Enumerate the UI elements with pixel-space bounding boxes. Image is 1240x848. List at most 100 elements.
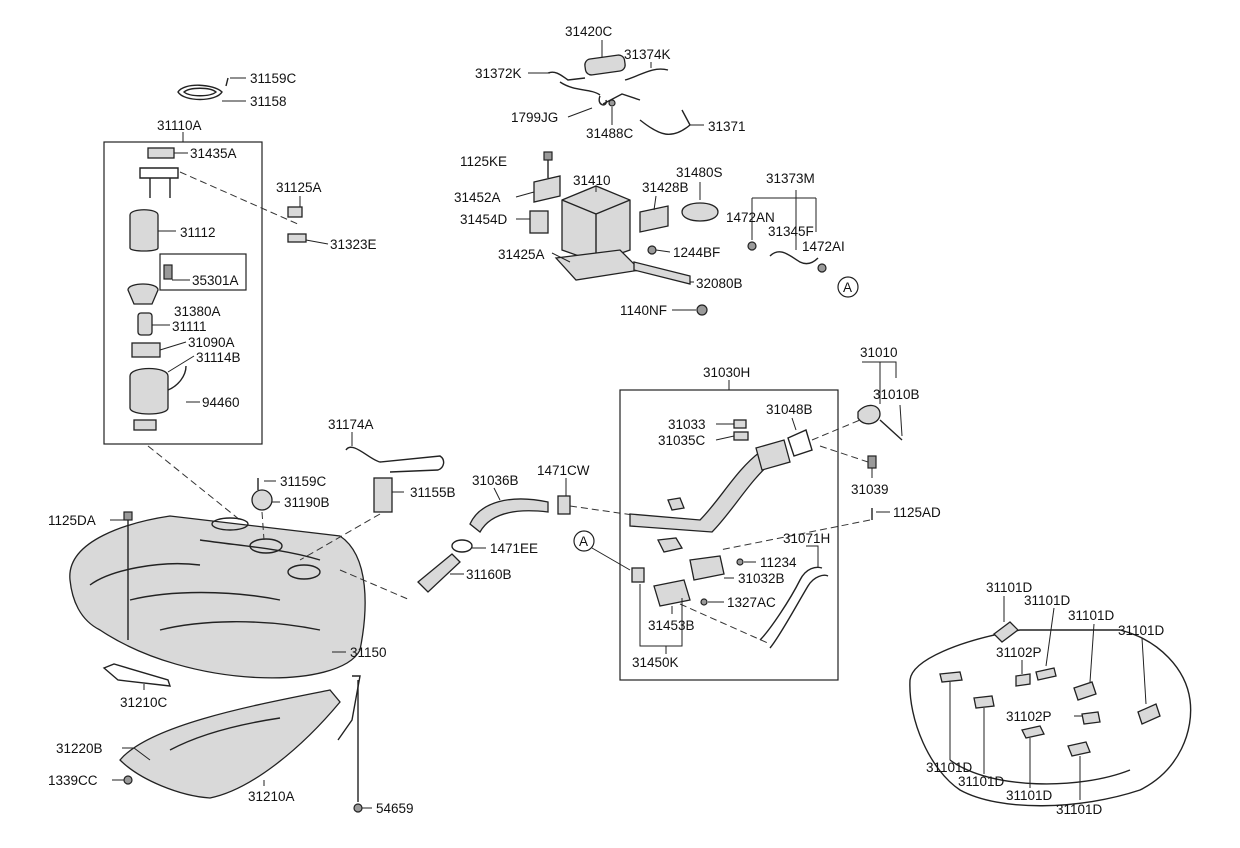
label-31125a: 31125A — [276, 180, 322, 195]
lead-31220b — [122, 747, 151, 761]
label-1472an: 1472AN — [726, 210, 775, 225]
label-1327ac: 1327AC — [727, 595, 776, 610]
label-31345f: 31345F — [768, 224, 814, 239]
lead — [806, 545, 819, 568]
label-31323e: 31323E — [330, 237, 377, 252]
hose-link — [559, 81, 601, 96]
label-31210c: 31210C — [120, 695, 168, 710]
tank-outline-inner — [949, 759, 1131, 785]
lead — [715, 435, 735, 441]
pad-4 — [1073, 681, 1097, 701]
shield-ribs — [169, 717, 281, 751]
pipe-31160b — [417, 553, 461, 593]
lead — [1045, 607, 1055, 667]
filler-neck-group — [573, 361, 903, 681]
pad-3 — [1015, 673, 1031, 687]
clip-part — [657, 537, 684, 553]
label-31190b: 31190B — [284, 495, 330, 510]
dash-to-tank — [147, 445, 241, 521]
bolt-head — [543, 151, 553, 161]
lead-31373m — [751, 190, 817, 250]
label-31410: 31410 — [573, 173, 611, 188]
hose-31345f — [769, 251, 819, 265]
ref-a-circle — [837, 276, 859, 298]
pad-5 — [1137, 703, 1161, 725]
label-31035c: 31035C — [658, 433, 706, 448]
wire-31174a — [345, 446, 445, 473]
label-31101d-2: 31101D — [1024, 593, 1071, 608]
label-1140nf: 1140NF — [620, 303, 667, 318]
part-31033 — [733, 419, 747, 429]
pad-10 — [1067, 741, 1091, 757]
tank-port-1 — [249, 538, 283, 554]
sensor-35301a — [163, 264, 173, 280]
label-31048b: 31048B — [766, 402, 813, 417]
bolt-11234 — [736, 558, 744, 566]
label-31220b: 31220B — [56, 741, 103, 756]
label-35301a: 35301A — [192, 273, 239, 288]
label-31102p-1: 31102P — [996, 645, 1042, 660]
label-31155b: 31155B — [410, 485, 456, 500]
fuel-tank-group — [69, 432, 445, 813]
filler-hose-group — [339, 478, 641, 601]
bracket-32080b — [633, 261, 691, 285]
part-31125a — [287, 206, 303, 218]
label-31150: 31150 — [350, 645, 387, 660]
label-31090a: 31090A — [188, 335, 235, 350]
label-94460: 94460 — [202, 395, 240, 410]
lead — [551, 252, 571, 263]
bolt-1327ac — [700, 598, 708, 606]
dash — [811, 419, 861, 441]
label-31033: 31033 — [668, 417, 706, 432]
label-31114b: 31114B — [196, 350, 241, 365]
pad-6 — [939, 671, 963, 683]
strap-31210c — [102, 663, 172, 687]
label-1125da: 1125DA — [48, 513, 96, 528]
label-a-mid: A — [579, 534, 588, 549]
pad-1 — [993, 621, 1019, 643]
label-31010b: 31010B — [873, 387, 920, 402]
label-1471cw: 1471CW — [537, 463, 590, 478]
clip-part-2 — [667, 497, 685, 511]
lead-31010 — [862, 361, 897, 404]
label-31111: 31111 — [172, 319, 207, 334]
nut-1339cc — [123, 775, 133, 785]
bracket-31032b — [689, 555, 725, 581]
label-31110a: 31110A — [157, 118, 202, 133]
dash — [679, 603, 771, 645]
nut-1140nf — [696, 304, 708, 316]
label-31435a: 31435A — [190, 146, 237, 161]
dash — [719, 519, 871, 551]
tank-ribs — [89, 539, 321, 631]
regulator-31090a — [131, 342, 161, 358]
part-31435a — [147, 147, 175, 159]
lead — [1141, 637, 1147, 705]
clamp-1472an — [747, 241, 757, 251]
part-31323e — [287, 233, 307, 243]
tank-port-2 — [287, 564, 321, 580]
label-a-top: A — [843, 280, 852, 295]
dash — [569, 505, 641, 517]
lead — [305, 239, 329, 245]
neck-flange — [755, 439, 791, 471]
valve-31480s — [681, 202, 719, 222]
label-1125ke: 1125KE — [460, 154, 507, 169]
label-31371: 31371 — [708, 119, 746, 134]
label-1471ee: 1471EE — [490, 541, 538, 556]
label-31425a: 31425A — [498, 247, 545, 262]
label-31101d-6: 31101D — [958, 774, 1005, 789]
clip-1799jg — [598, 95, 607, 106]
lead — [655, 249, 671, 253]
hose-31372k — [547, 71, 586, 81]
lead — [1089, 623, 1095, 683]
screw-31159c — [225, 77, 229, 87]
label-31374k: 31374K — [624, 47, 671, 62]
label-31452a: 31452A — [454, 190, 501, 205]
sender-94460 — [167, 365, 187, 391]
filter-31420c — [584, 54, 626, 76]
label-1125ad: 1125AD — [893, 505, 941, 520]
label-31454d: 31454D — [460, 212, 508, 227]
part-31453b — [653, 579, 691, 607]
tank-port-3 — [211, 517, 249, 531]
